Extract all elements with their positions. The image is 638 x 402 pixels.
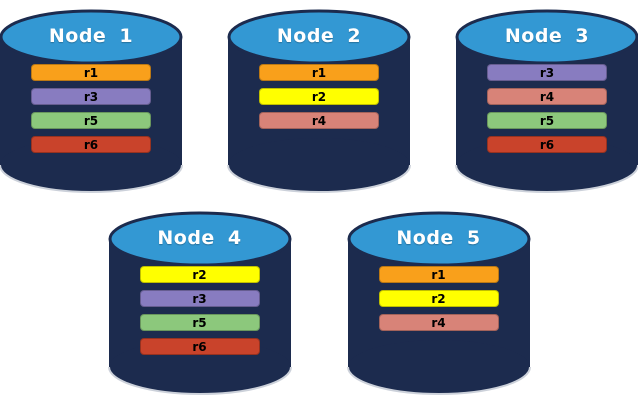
replica-label: r2 (431, 291, 446, 306)
replica-label: r2 (192, 267, 207, 282)
node-title: Node 2 (276, 25, 362, 47)
node-cylinder: Node 4 r2 r3 r5 r6 (107, 209, 293, 397)
replica-label: r3 (192, 291, 207, 306)
replica-bar-r2: r2 (139, 266, 260, 283)
replica-list: r1 r2 r4 (378, 266, 499, 331)
replica-bar-r6: r6 (487, 136, 607, 153)
replica-list: r2 r3 r5 r6 (139, 266, 260, 355)
node-title: Node 4 (157, 227, 242, 249)
replica-list: r1 r2 r4 (259, 64, 379, 129)
replica-label: r6 (192, 339, 207, 354)
replica-bar-r2: r2 (259, 88, 379, 105)
node-title: Node 3 (504, 25, 590, 47)
replica-label: r4 (311, 113, 327, 128)
replica-label: r5 (539, 113, 555, 128)
replica-bar-r6: r6 (31, 136, 151, 153)
replica-bar-r4: r4 (487, 88, 607, 105)
node-cylinder: Node 1 r1 r3 r5 r6 (0, 7, 184, 195)
node-title: Node 1 (48, 25, 134, 47)
replica-bar-r1: r1 (31, 64, 151, 81)
replica-bar-r3: r3 (31, 88, 151, 105)
replica-label: r1 (431, 267, 446, 282)
replica-label: r1 (311, 65, 327, 80)
replica-bar-r4: r4 (378, 314, 499, 331)
replica-bar-r2: r2 (378, 290, 499, 307)
database-cylinder-icon (455, 9, 638, 193)
replica-label: r4 (539, 89, 555, 104)
node-cylinder: Node 5 r1 r2 r4 (346, 209, 532, 397)
replica-label: r3 (83, 89, 99, 104)
replica-label: r5 (83, 113, 99, 128)
database-cylinder-icon (0, 9, 183, 193)
replica-label: r5 (192, 315, 207, 330)
replica-bar-r1: r1 (378, 266, 499, 283)
node-cylinder: Node 3 r3 r4 r5 r6 (454, 7, 638, 195)
replica-bar-r3: r3 (139, 290, 260, 307)
replica-bar-r4: r4 (259, 112, 379, 129)
replica-label: r4 (431, 315, 446, 330)
replica-bar-r5: r5 (31, 112, 151, 129)
replica-label: r2 (311, 89, 327, 104)
replica-bar-r5: r5 (487, 112, 607, 129)
replica-label: r6 (539, 137, 555, 152)
replica-list: r1 r3 r5 r6 (31, 64, 151, 153)
replica-bar-r1: r1 (259, 64, 379, 81)
replica-bar-r5: r5 (139, 314, 260, 331)
replica-label: r1 (83, 65, 99, 80)
node-cylinder: Node 2 r1 r2 r4 (226, 7, 412, 195)
replica-label: r3 (539, 65, 555, 80)
node-row-bottom: Node 4 r2 r3 r5 r6 Node 5 r1 r2 r4 (0, 209, 638, 397)
replica-list: r3 r4 r5 r6 (487, 64, 607, 153)
node-title: Node 5 (396, 227, 481, 249)
replica-label: r6 (83, 137, 99, 152)
replica-bar-r3: r3 (487, 64, 607, 81)
database-cylinder-icon (346, 211, 531, 395)
replica-bar-r6: r6 (139, 338, 260, 355)
